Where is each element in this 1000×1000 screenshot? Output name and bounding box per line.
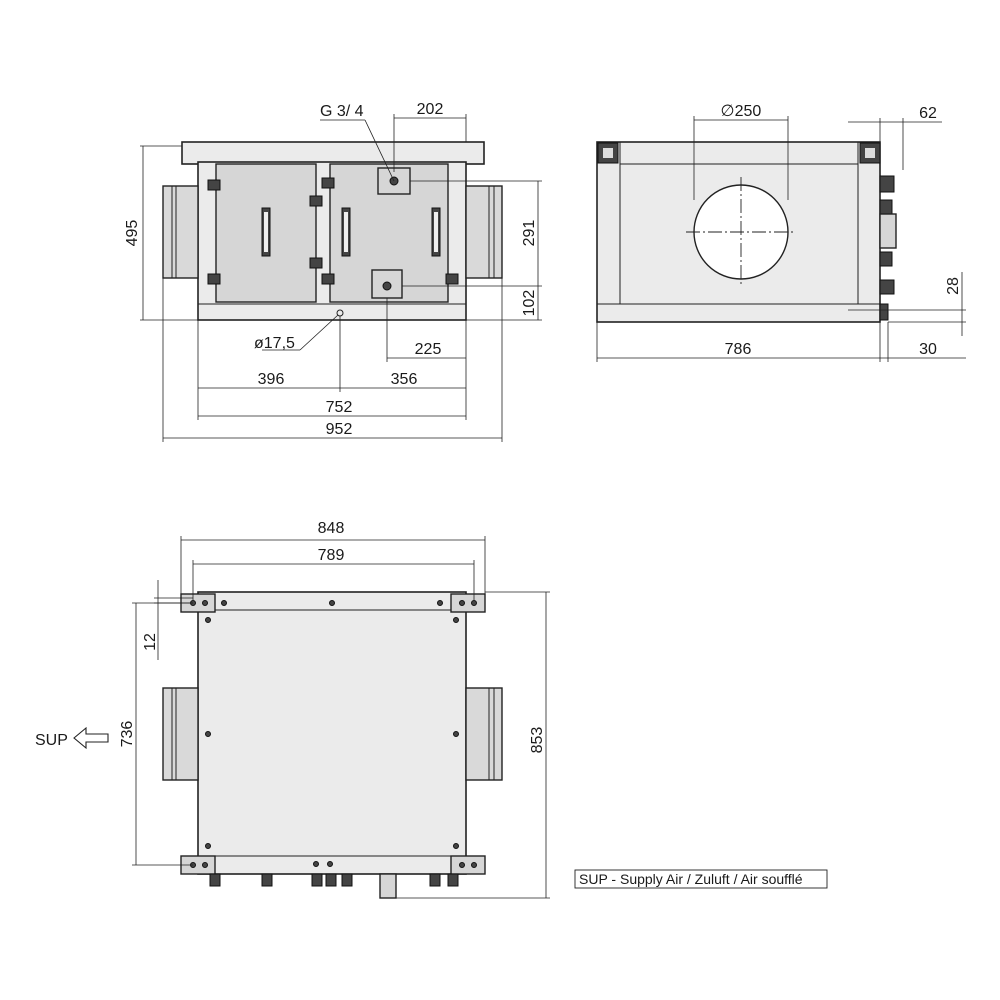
front-top-flange [181,141,485,165]
top-view: 848 789 12 736 853 SUP [35,520,550,899]
top-screws [205,600,459,867]
dim-102: 102 [521,290,538,317]
dim-250: ∅250 [721,103,762,120]
dim-202: 202 [417,101,444,118]
legend: SUP - Supply Air / Zuluft / Air soufflé [574,869,828,889]
legend-box [574,869,828,889]
side-view: ∅250 62 28 786 30 [596,103,966,362]
dim-291: 291 [521,220,538,247]
dim-752: 752 [326,399,353,416]
dim-225: 225 [415,341,442,358]
sup-label: SUP [35,732,68,749]
top-right-duct [465,687,503,781]
front-view: G 3/ 4 202 495 291 102 ø17,5 225 396 [124,101,542,442]
dim-356: 356 [391,371,418,388]
front-latches [207,177,459,285]
front-left-duct [162,185,199,279]
top-left-duct [162,687,199,781]
top-fittings [209,873,459,899]
thread-label: G 3/ 4 [320,103,364,120]
legend-text: SUP - Supply Air / Zuluft / Air soufflé [579,871,803,887]
sup-arrow-icon [73,726,109,750]
dim-736: 736 [119,721,136,748]
dim-62: 62 [919,105,937,122]
top-brackets [180,593,486,875]
dim-952: 952 [326,421,353,438]
dim-853: 853 [529,727,546,754]
dim-30: 30 [919,341,937,358]
top-body [197,591,467,875]
dim-789: 789 [318,547,345,564]
dim-786: 786 [725,341,752,358]
dim-396: 396 [258,371,285,388]
front-right-duct [465,185,503,279]
side-fittings [879,175,897,321]
hole-label: ø17,5 [254,335,295,352]
dim-12: 12 [142,633,159,651]
dim-495: 495 [124,220,141,247]
dim-28: 28 [945,277,962,295]
dim-848: 848 [318,520,345,537]
